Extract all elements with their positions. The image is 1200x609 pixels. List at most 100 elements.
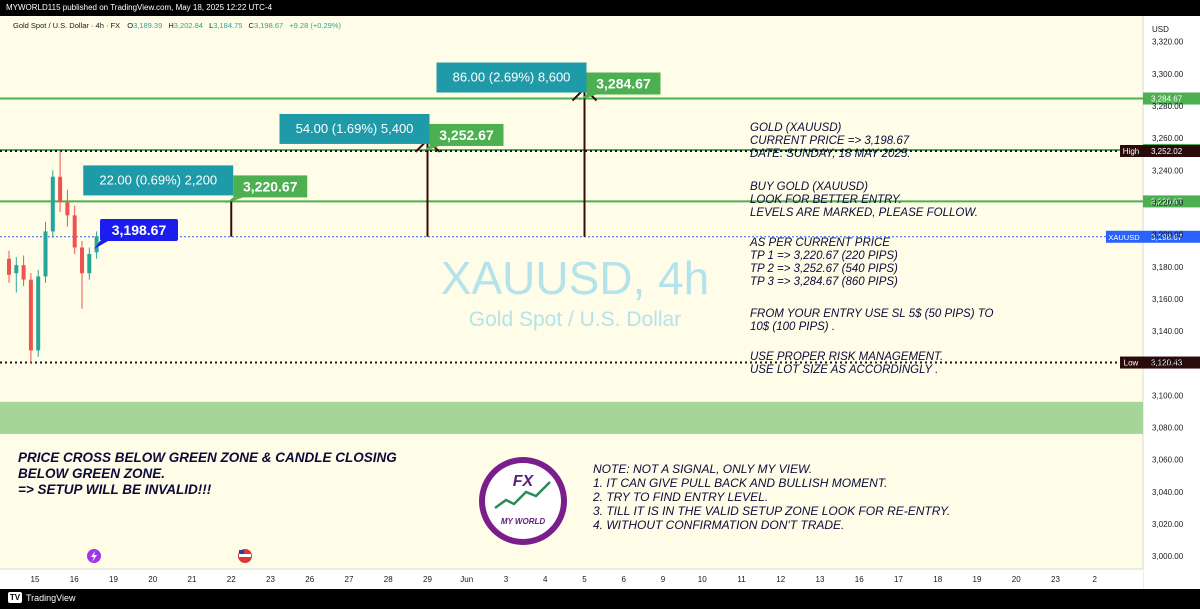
y-tick-label: 3,060.00 <box>1152 456 1184 465</box>
target-measure-text: 54.00 (1.69%) 5,400 <box>296 121 414 136</box>
target-measure-box <box>83 165 234 196</box>
candle-body <box>80 247 84 274</box>
x-tick-label: 18 <box>933 575 942 584</box>
x-tick-label: 20 <box>148 575 157 584</box>
target-price-text: 3,220.67 <box>243 178 298 194</box>
target-measure-box <box>436 62 587 93</box>
y-tick-label: 3,180.00 <box>1152 263 1184 272</box>
logo-top-text: FX <box>513 473 535 490</box>
price-axis-group: USD 3,320.003,300.003,280.003,260.003,24… <box>1152 25 1184 561</box>
y-tick-label: 3,160.00 <box>1152 295 1184 304</box>
x-tick-label: 17 <box>894 575 903 584</box>
level-price-tag <box>1143 195 1200 208</box>
disclaimer-note: NOTE: NOT A SIGNAL, ONLY MY VIEW. 1. IT … <box>592 462 950 532</box>
target-price-pointer <box>225 197 244 204</box>
x-tick-label: 19 <box>109 575 118 584</box>
y-tick-label: 3,100.00 <box>1152 391 1184 400</box>
y-tick-label: 3,320.00 <box>1152 38 1184 47</box>
level-price-text: 3,120.43 <box>1151 359 1183 368</box>
candle-body <box>36 276 41 351</box>
price-callout-pointer <box>94 241 108 249</box>
chart-area[interactable]: XAUUSD, 4h Gold Spot / U.S. Dollar 3,284… <box>0 16 1200 589</box>
x-tick-label: 29 <box>423 575 432 584</box>
invalid-text: PRICE CROSS BELOW GREEN ZONE & CANDLE CL… <box>18 450 401 497</box>
x-tick-label: 5 <box>582 575 587 584</box>
y-tick-label: 3,220.00 <box>1152 198 1184 207</box>
target-price-text: 3,252.67 <box>439 127 494 143</box>
currency-label: USD <box>1152 25 1169 34</box>
candle-body <box>72 215 77 248</box>
x-tick-label: 21 <box>188 575 197 584</box>
y-tick-label: 3,080.00 <box>1152 424 1184 433</box>
target-measure-text: 86.00 (2.69%) 8,600 <box>453 70 571 85</box>
notes-block5: USE PROPER RISK MANAGEMENT. USE LOT SIZE… <box>750 351 946 376</box>
current-price-symbol-text: XAUUSD <box>1108 233 1140 242</box>
candle-body <box>94 236 99 253</box>
levels-group: 3,284.67 3,252.67 3,220.67 3,198.67 3,252.02… <box>0 92 1200 369</box>
x-tick-label: 2 <box>1093 575 1098 584</box>
chart-background <box>0 16 1143 569</box>
tradingview-logo-icon: TV <box>8 592 22 603</box>
x-tick-label: 26 <box>305 575 314 584</box>
publisher-bar: MYWORLD115 published on TradingView.com,… <box>0 0 1200 16</box>
candle-body <box>87 253 92 274</box>
chart-svg[interactable]: XAUUSD, 4h Gold Spot / U.S. Dollar 3,284… <box>0 16 1200 589</box>
footer-bar: TV TradingView <box>0 589 1200 609</box>
price-axis-background <box>1143 16 1200 589</box>
level-price-text: 3,284.67 <box>1151 95 1183 104</box>
invalid-zone-band <box>0 401 1143 434</box>
watermark-group: XAUUSD, 4h Gold Spot / U.S. Dollar <box>441 252 709 331</box>
price-callout: 3,198.67 <box>94 219 178 249</box>
x-tick-label: 6 <box>622 575 627 584</box>
level-tag-box <box>1120 145 1143 158</box>
price-callout-text: 3,198.67 <box>112 222 167 238</box>
level-price-text: 3,220.67 <box>1151 197 1183 206</box>
level-price-text: 3,252.02 <box>1151 147 1183 156</box>
watermark-symbol: XAUUSD, 4h <box>441 252 709 304</box>
time-axis-background <box>0 569 1143 589</box>
target-price-text: 3,284.67 <box>596 76 651 92</box>
candle-body <box>43 231 48 277</box>
target-price-pointer <box>578 94 597 101</box>
author-logo: FX MY WORLD <box>479 457 567 545</box>
x-tick-label: 23 <box>1051 575 1060 584</box>
candle-body <box>28 279 33 351</box>
x-tick-label: 28 <box>384 575 393 584</box>
y-tick-label: 3,140.00 <box>1152 327 1184 336</box>
target-price-box <box>429 123 504 146</box>
candle-body <box>50 176 55 232</box>
logo-inner-disc <box>485 463 561 539</box>
level-tag-text: High <box>1123 147 1139 156</box>
notes-block4: FROM YOUR ENTRY USE SL 5$ (50 PIPS) TO 1… <box>750 308 997 333</box>
x-tick-label: 12 <box>776 575 785 584</box>
x-tick-label: 27 <box>345 575 354 584</box>
x-tick-label: 13 <box>816 575 825 584</box>
invalid-note: PRICE CROSS BELOW GREEN ZONE & CANDLE CL… <box>18 450 401 497</box>
symbol-title: Gold Spot / U.S. Dollar · 4h · FX O3,189… <box>13 21 341 30</box>
candle-body <box>7 258 11 275</box>
candle-body <box>14 265 19 274</box>
level-price-tag <box>1143 92 1200 105</box>
us-flag-stripe <box>239 554 251 557</box>
y-tick-label: 3,280.00 <box>1152 102 1184 111</box>
y-tick-label: 3,120.00 <box>1152 359 1184 368</box>
header-legend: Gold Spot / U.S. Dollar · 4h · FX O3,189… <box>13 21 341 30</box>
notes-block2: BUY GOLD (XAUUSD) LOOK FOR BETTER ENTRY.… <box>750 181 978 219</box>
tradingview-brand: TradingView <box>26 592 76 603</box>
us-flag-canton <box>239 550 244 554</box>
level-tag-box <box>1120 356 1143 369</box>
event-markers <box>87 549 252 563</box>
y-tick-label: 3,200.00 <box>1152 231 1184 240</box>
logo-bottom-text: MY WORLD <box>501 517 546 526</box>
x-tick-label: 19 <box>973 575 982 584</box>
logo-chart-icon <box>494 481 551 510</box>
notes-right: GOLD (XAUUSD) CURRENT PRICE => 3,198.67 … <box>749 122 997 376</box>
level-price-text: 3,198.67 <box>1151 233 1183 242</box>
x-tick-label: 3 <box>504 575 509 584</box>
tradingview-logo[interactable]: TV TradingView <box>8 592 76 603</box>
watermark-description: Gold Spot / U.S. Dollar <box>469 308 681 331</box>
y-tick-label: 3,300.00 <box>1152 70 1184 79</box>
x-tick-label: 9 <box>661 575 666 584</box>
